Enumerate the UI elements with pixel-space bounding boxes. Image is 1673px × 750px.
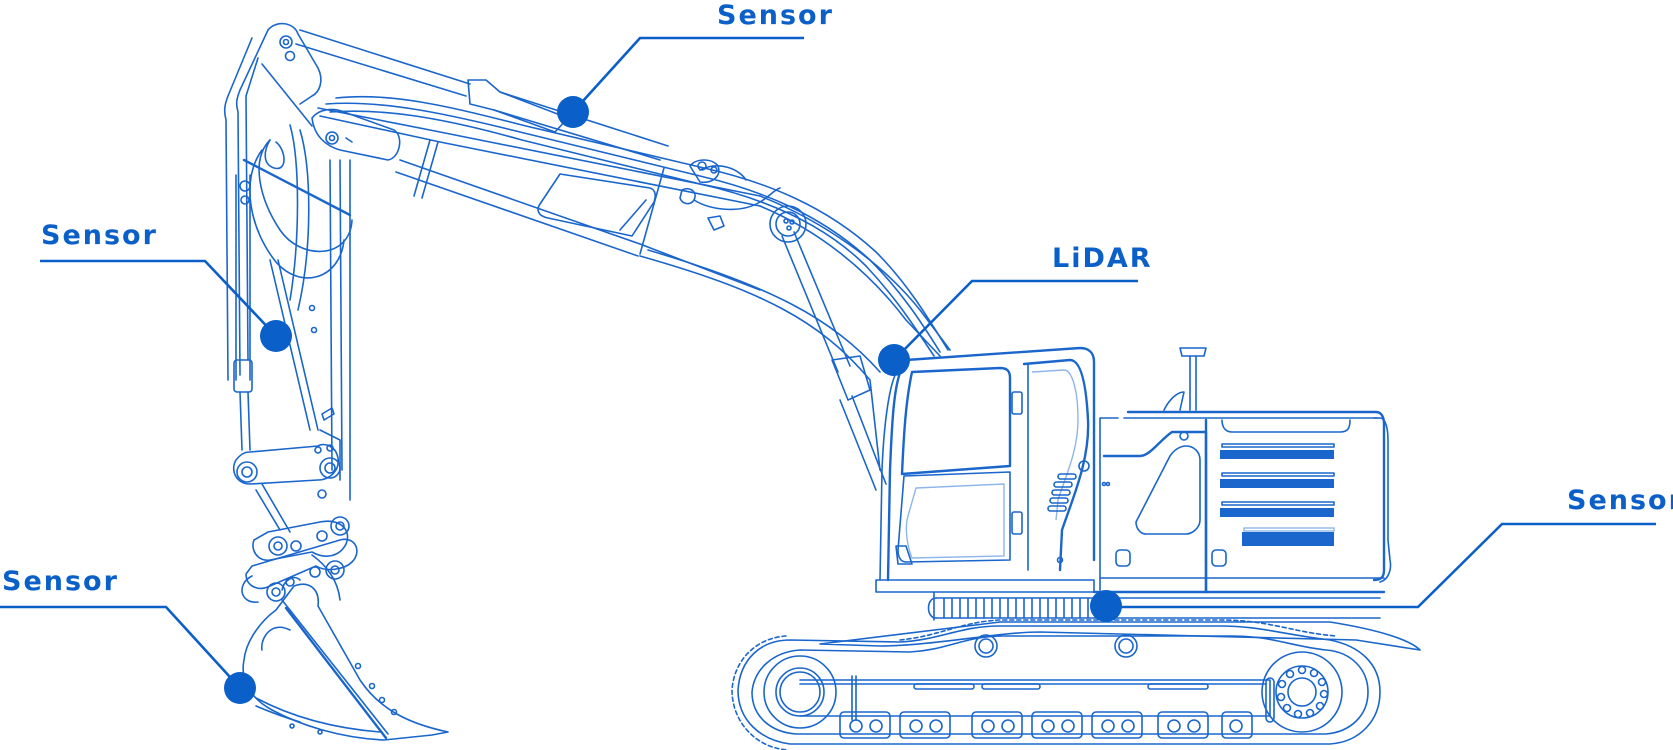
bucket-linkage bbox=[232, 429, 358, 603]
undercarriage bbox=[731, 591, 1421, 750]
cab bbox=[875, 346, 1096, 593]
callout-undercarriage-sensor bbox=[1090, 522, 1656, 622]
sensor-dot-bucket[interactable] bbox=[224, 672, 256, 704]
label-arm-sensor: Sensor bbox=[41, 220, 158, 251]
callout-boom-sensor bbox=[557, 36, 804, 128]
sensor-dot-arm[interactable] bbox=[260, 320, 292, 352]
lidar-dot[interactable] bbox=[878, 344, 910, 376]
bucket bbox=[242, 576, 449, 741]
arm-outline bbox=[223, 22, 353, 501]
label-boom-sensor: Sensor bbox=[717, 0, 834, 31]
callout-bucket-sensor bbox=[0, 605, 256, 704]
boom bbox=[295, 29, 951, 491]
sensor-dot-undercarriage[interactable] bbox=[1090, 590, 1122, 622]
label-bucket-sensor: Sensor bbox=[2, 566, 119, 597]
label-undercarriage-sensor: Sensor bbox=[1567, 485, 1673, 516]
callout-arm-sensor bbox=[40, 259, 292, 352]
label-lidar: LiDAR bbox=[1052, 243, 1153, 274]
engine-housing bbox=[1092, 347, 1392, 594]
sensor-dot-boom[interactable] bbox=[557, 96, 589, 128]
callout-lidar bbox=[878, 279, 1138, 376]
